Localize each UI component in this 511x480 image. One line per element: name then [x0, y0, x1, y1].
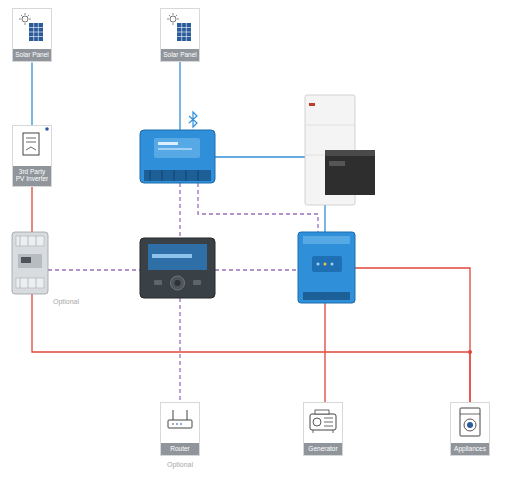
data-wire: [198, 183, 318, 232]
device-label: Solar Panel: [161, 49, 199, 61]
device-label: Appliances: [451, 443, 489, 455]
icon-area: [161, 403, 199, 443]
dc-wire: [215, 156, 305, 157]
edge-group: [32, 62, 470, 402]
appliance-icon: [460, 408, 480, 436]
mppt-controller: [140, 130, 215, 183]
device-card: Appliances: [450, 402, 490, 456]
data-wire: [179, 183, 180, 238]
icon-area: [13, 9, 51, 49]
device-card: Router: [160, 402, 200, 456]
data-wire: [48, 183, 318, 402]
multiplus-inverter: [298, 232, 355, 303]
generator-icon: [310, 410, 336, 433]
wire-connector: [32, 187, 470, 402]
solar-panel-icon: [19, 13, 43, 41]
device-label: 3rd Party PV Inverter: [13, 166, 51, 186]
data-wire: [179, 298, 180, 402]
device-card: Generator: [303, 402, 343, 456]
icon-area: [13, 126, 51, 166]
icon-area: [161, 9, 199, 49]
wire-connector: [31, 62, 32, 125]
device-label: Router: [161, 443, 199, 455]
icon-area: [451, 403, 489, 443]
battery-cabinet: [305, 95, 375, 205]
device-label: Solar Panel: [13, 49, 51, 61]
note-label: Optional: [52, 298, 80, 305]
solar-panel-icon: [167, 13, 191, 41]
data-wire: [48, 269, 140, 270]
device-label: Generator: [304, 443, 342, 455]
icon-area: [304, 403, 342, 443]
dc-wire: [179, 60, 180, 130]
device-card: Solar Panel: [12, 8, 52, 62]
energy-meter: [12, 232, 48, 294]
note-label: Optional: [166, 461, 194, 468]
inverter-icon: [23, 127, 49, 155]
data-wire: [215, 269, 298, 270]
device-card: 3rd Party PV Inverter: [12, 125, 52, 187]
router-icon: [168, 410, 192, 428]
device-card: Solar Panel: [160, 8, 200, 62]
gx-controller: [140, 238, 215, 298]
bluetooth-symbol: [189, 112, 197, 127]
dc-wire: [324, 205, 325, 232]
ac-wire: [355, 268, 470, 402]
